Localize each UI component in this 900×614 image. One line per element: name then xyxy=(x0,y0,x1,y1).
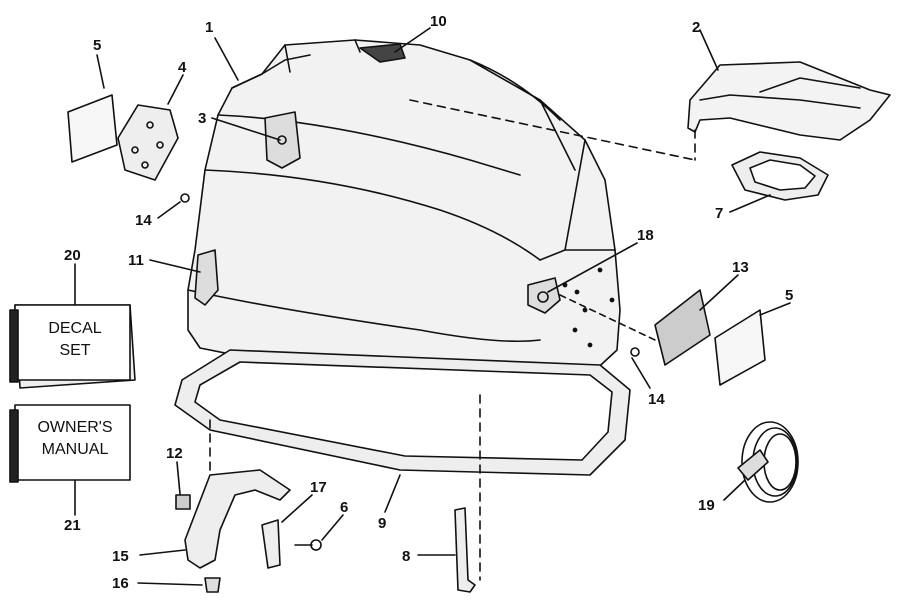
cable-19 xyxy=(737,421,799,503)
clip-12 xyxy=(175,494,191,510)
callout-14b: 14 xyxy=(648,391,665,408)
callout-18: 18 xyxy=(637,227,654,244)
leader-6 xyxy=(321,514,344,541)
leader-15 xyxy=(139,549,186,556)
leader-12 xyxy=(176,461,181,495)
plate-7 xyxy=(731,151,829,201)
screw-6 xyxy=(294,539,322,551)
callout-1: 1 xyxy=(205,19,213,36)
strap-8 xyxy=(454,507,476,593)
screw-14-left xyxy=(180,193,190,203)
callout-6: 6 xyxy=(340,499,348,516)
callout-19: 19 xyxy=(698,497,715,514)
callout-7: 7 xyxy=(715,205,723,222)
leader-1 xyxy=(214,37,239,81)
decal-13 xyxy=(654,289,711,366)
latch-18 xyxy=(527,277,561,314)
callout-14a: 14 xyxy=(135,212,152,229)
decal-set-box xyxy=(9,304,136,389)
callout-21: 21 xyxy=(64,517,81,534)
clip-17 xyxy=(261,519,281,569)
side-piece-11 xyxy=(194,249,219,306)
leader-2 xyxy=(699,29,719,71)
seal-9 xyxy=(174,349,631,476)
vent-grille xyxy=(359,43,406,63)
callout-17: 17 xyxy=(310,479,327,496)
decal-set-line2: SET xyxy=(59,342,90,359)
owners-manual-line2: MANUAL xyxy=(42,441,109,458)
callout-11: 11 xyxy=(128,252,144,269)
plate-4 xyxy=(117,104,179,181)
callout-4: 4 xyxy=(178,59,187,76)
leader-19 xyxy=(723,479,746,501)
screw-14-right xyxy=(630,347,640,357)
cover-2 xyxy=(687,61,891,141)
callout-3: 3 xyxy=(198,110,206,127)
callout-10: 10 xyxy=(430,13,447,30)
latch-3 xyxy=(264,111,301,169)
leader-7 xyxy=(729,194,771,213)
motor-cover xyxy=(187,39,621,401)
callout-5a: 5 xyxy=(93,37,101,54)
leader-13 xyxy=(699,274,739,311)
callout-16: 16 xyxy=(112,575,129,592)
callout-13: 13 xyxy=(732,259,749,276)
pin-16 xyxy=(204,577,221,593)
leader-3 xyxy=(211,117,281,141)
leader-14a xyxy=(157,201,181,219)
leader-5b xyxy=(759,302,791,316)
screw-holes xyxy=(562,267,615,348)
callout-2: 2 xyxy=(692,19,700,36)
leader-14b xyxy=(631,357,651,389)
callout-5b: 5 xyxy=(785,287,793,304)
leader-10 xyxy=(394,27,431,53)
callout-12: 12 xyxy=(166,445,183,462)
owners-manual-box xyxy=(9,404,131,483)
callout-9: 9 xyxy=(378,515,386,532)
dashed-leader-top xyxy=(409,99,696,161)
decal-5-right xyxy=(714,309,766,386)
leader-5a xyxy=(96,54,105,89)
leader-17 xyxy=(281,494,313,523)
dashed-leader-13 xyxy=(559,294,656,341)
leader-18 xyxy=(547,242,638,293)
callout-15: 15 xyxy=(112,548,129,565)
leader-4 xyxy=(167,74,184,105)
callout-8: 8 xyxy=(402,548,410,565)
leader-9 xyxy=(384,474,401,513)
owners-manual-line1: OWNER'S xyxy=(37,419,112,436)
callout-20: 20 xyxy=(64,247,81,264)
decal-set-line1: DECAL xyxy=(48,320,101,337)
leader-11 xyxy=(149,259,201,273)
bracket-15 xyxy=(184,469,291,569)
leader-16 xyxy=(137,582,203,586)
decal-5-left xyxy=(67,94,118,163)
